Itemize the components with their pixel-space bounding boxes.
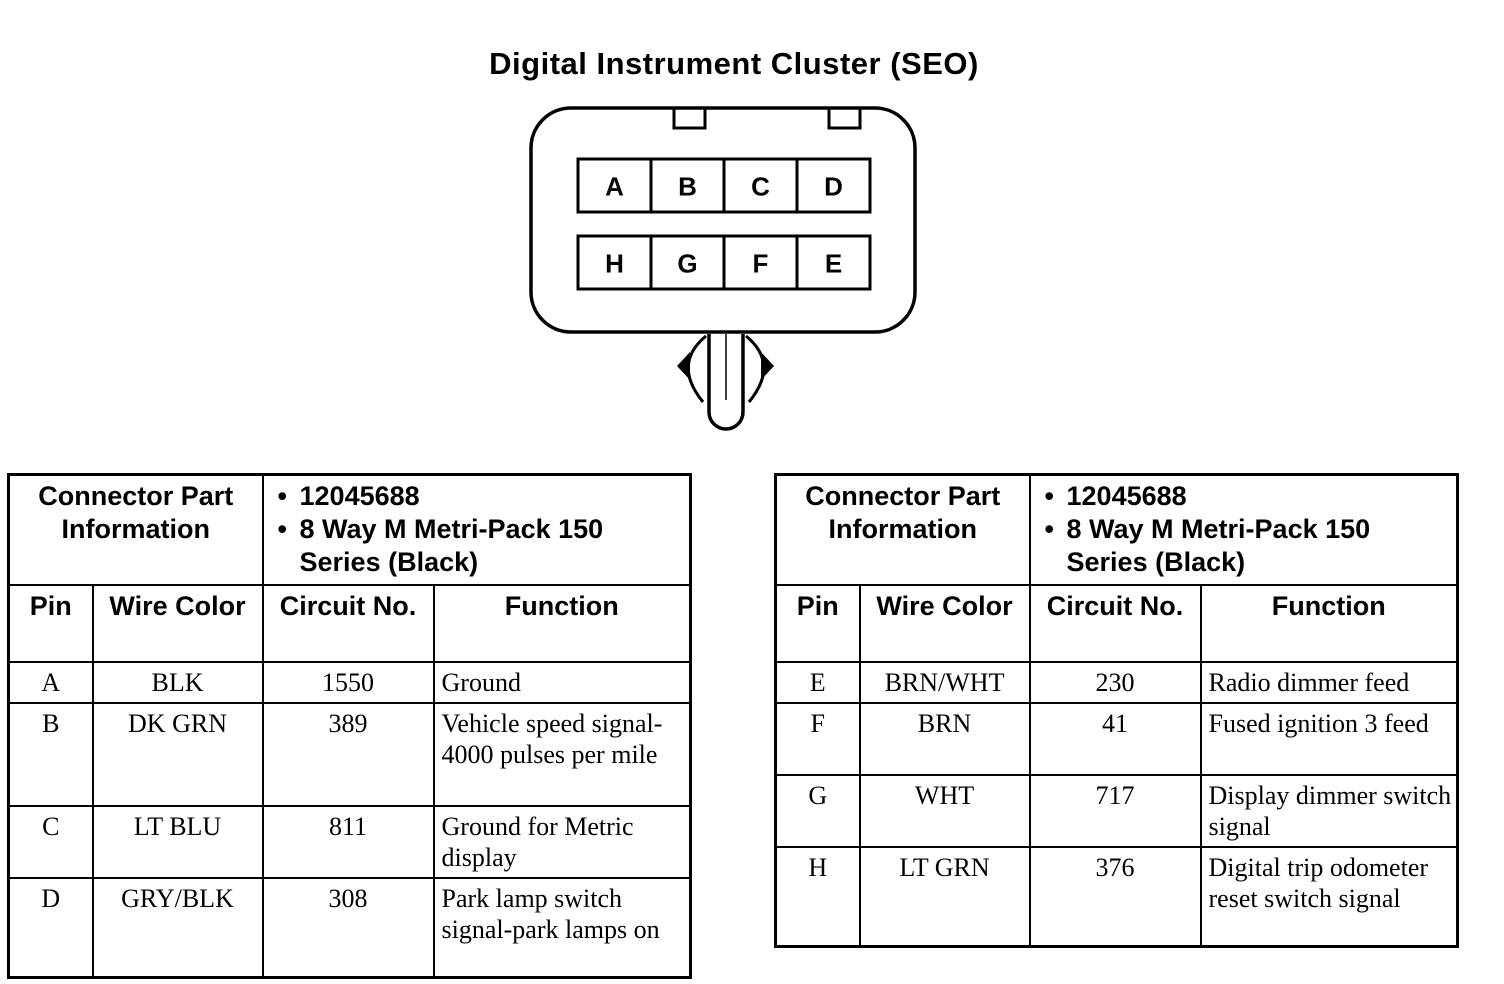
- function-cell: Ground: [432, 660, 692, 704]
- part-number: 12045688: [1066, 481, 1187, 511]
- pin-cell: H: [774, 845, 861, 948]
- function-cell: Park lamp switch signal-park lamps on: [432, 876, 692, 979]
- part-info-label: Connector Part Information: [7, 473, 264, 586]
- cavity-d: [795, 157, 872, 214]
- circuit-cell: 376: [1028, 845, 1202, 948]
- table-row: E BRN/WHT 230 Radio dimmer feed: [774, 660, 1459, 704]
- table-row: D GRY/BLK 308 Park lamp switch signal-pa…: [7, 876, 692, 979]
- wire-color-cell: LT GRN: [858, 845, 1031, 948]
- header-wire-color: Wire Color: [858, 583, 1031, 663]
- header-circuit-no: Circuit No.: [1028, 583, 1202, 663]
- cavity-e: [795, 234, 872, 291]
- cavity-h: [576, 234, 653, 291]
- wire-color-cell: WHT: [858, 773, 1031, 848]
- header-function: Function: [1199, 583, 1459, 663]
- connector-description: 8 Way M Metri-Pack 150 Series (Black): [1066, 514, 1371, 577]
- function-cell: Digital trip odometer reset switch signa…: [1199, 845, 1459, 948]
- table-row: H LT GRN 376 Digital trip odometer reset…: [774, 845, 1459, 948]
- cavity-g: [649, 234, 726, 291]
- header-wire-color: Wire Color: [91, 583, 264, 663]
- part-number: 12045688: [299, 481, 420, 511]
- circuit-cell: 41: [1028, 701, 1202, 776]
- circuit-cell: 389: [261, 701, 435, 807]
- part-info-row: Connector Part Information •12045688 •8 …: [774, 473, 1459, 586]
- header-function: Function: [432, 583, 692, 663]
- pin-cell: F: [774, 701, 861, 776]
- pin-table-right: Connector Part Information •12045688 •8 …: [774, 473, 1460, 948]
- pin-cell: E: [774, 660, 861, 704]
- diagram-title: Digital Instrument Cluster (SEO): [489, 46, 979, 81]
- wire-color-cell: BLK: [91, 660, 264, 704]
- cavity-label-f: F: [753, 249, 769, 279]
- locking-tab-left: [672, 106, 707, 130]
- wire-color-cell: BRN/WHT: [858, 660, 1031, 704]
- circuit-cell: 308: [261, 876, 435, 979]
- wire-color-cell: GRY/BLK: [91, 876, 264, 979]
- function-cell: Display dimmer switch signal: [1199, 773, 1459, 848]
- pin-cell: A: [7, 660, 94, 704]
- function-cell: Ground for Metric display: [432, 804, 692, 879]
- circuit-cell: 811: [261, 804, 435, 879]
- function-cell: Radio dimmer feed: [1199, 660, 1459, 704]
- header-row: Pin Wire Color Circuit No. Function: [7, 583, 692, 663]
- connector-body: [529, 106, 917, 334]
- connector-face-diagram: A B C D H G F E: [529, 106, 917, 431]
- locking-tab-right: [827, 106, 862, 130]
- cavity-label-d: D: [824, 172, 843, 202]
- table-row: B DK GRN 389 Vehicle speed signal-4000 p…: [7, 701, 692, 807]
- pin-cell: D: [7, 876, 94, 979]
- pin-cell: C: [7, 804, 94, 879]
- harness-exit: [677, 334, 774, 431]
- wire-color-cell: DK GRN: [91, 701, 264, 807]
- cavity-c: [722, 157, 799, 214]
- cavity-label-g: G: [677, 249, 697, 279]
- table-row: C LT BLU 811 Ground for Metric display: [7, 804, 692, 879]
- header-pin: Pin: [774, 583, 861, 663]
- header-pin: Pin: [7, 583, 94, 663]
- circuit-cell: 230: [1028, 660, 1202, 704]
- pin-table-left: Connector Part Information •12045688 •8 …: [7, 473, 693, 979]
- circuit-cell: 717: [1028, 773, 1202, 848]
- circuit-cell: 1550: [261, 660, 435, 704]
- pin-cell: G: [774, 773, 861, 848]
- part-info-label: Connector Part Information: [774, 473, 1031, 586]
- table-row: A BLK 1550 Ground: [7, 660, 692, 704]
- wire-color-cell: BRN: [858, 701, 1031, 776]
- header-circuit-no: Circuit No.: [261, 583, 435, 663]
- cavity-label-c: C: [751, 172, 770, 202]
- cavity-label-b: B: [678, 172, 697, 202]
- cavity-label-e: E: [825, 249, 842, 279]
- table-row: F BRN 41 Fused ignition 3 feed: [774, 701, 1459, 776]
- cavity-label-h: H: [605, 249, 624, 279]
- cavity-a: [576, 157, 653, 214]
- cavity-row-top: A B C D: [576, 157, 872, 214]
- cavity-label-a: A: [605, 172, 624, 202]
- part-info-values: •12045688 •8 Way M Metri-Pack 150 Series…: [1028, 473, 1459, 586]
- connector-description: 8 Way M Metri-Pack 150 Series (Black): [299, 514, 604, 577]
- table-row: G WHT 717 Display dimmer switch signal: [774, 773, 1459, 848]
- cavity-b: [649, 157, 726, 214]
- function-cell: Fused ignition 3 feed: [1199, 701, 1459, 776]
- part-info-values: •12045688 •8 Way M Metri-Pack 150 Series…: [261, 473, 692, 586]
- wire-color-cell: LT BLU: [91, 804, 264, 879]
- function-cell: Vehicle speed signal-4000 pulses per mil…: [432, 701, 692, 807]
- pin-cell: B: [7, 701, 94, 807]
- part-info-row: Connector Part Information •12045688 •8 …: [7, 473, 692, 586]
- header-row: Pin Wire Color Circuit No. Function: [774, 583, 1459, 663]
